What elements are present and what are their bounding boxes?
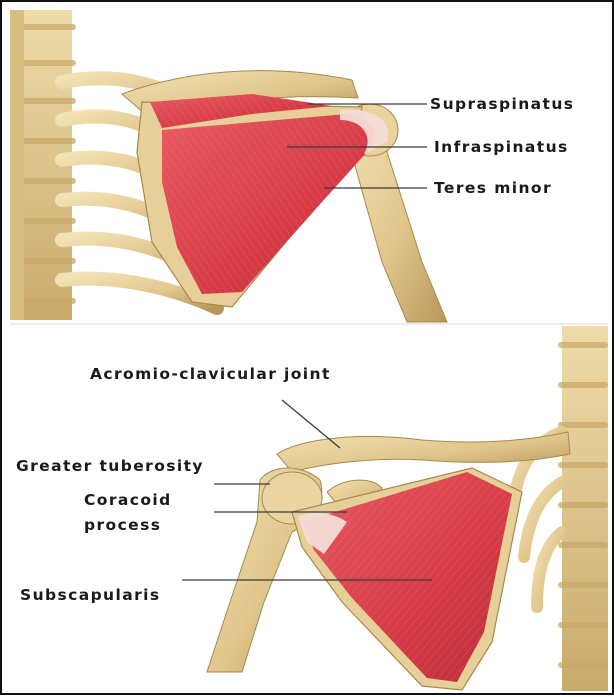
label-acromio-clavicular-joint: Acromio-clavicular joint <box>90 365 331 383</box>
label-process: process <box>84 516 161 534</box>
spine-bottom <box>558 326 608 691</box>
top-panel: Supraspinatus Infraspinatus Teres minor <box>10 10 608 322</box>
bottom-panel: Acromio-clavicular joint Greater tuberos… <box>16 326 608 691</box>
acromio-clavicular-leader <box>282 400 340 448</box>
label-greater-tuberosity: Greater tuberosity <box>16 457 204 475</box>
label-infraspinatus: Infraspinatus <box>434 138 569 156</box>
label-coracoid: Coracoid <box>84 491 172 509</box>
label-teres-minor: Teres minor <box>434 179 552 197</box>
label-subscapularis: Subscapularis <box>20 586 160 604</box>
label-supraspinatus: Supraspinatus <box>430 95 574 113</box>
